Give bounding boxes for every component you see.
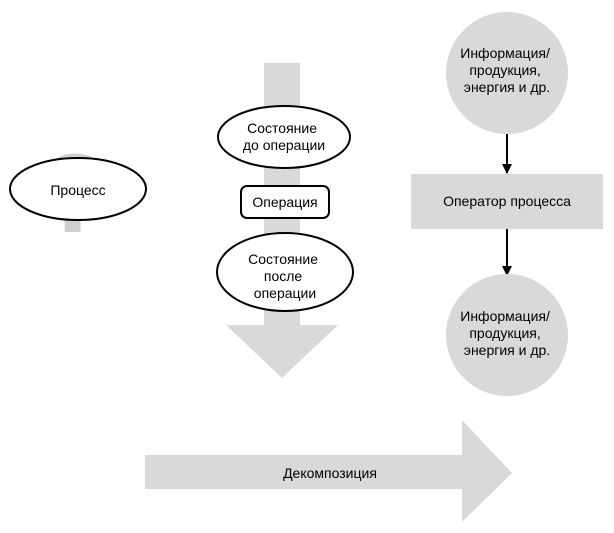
svg-text:Информация/ продукция,: Информация/ продукция, энергия и др. — [460, 45, 554, 95]
vertical-flow-arrow — [226, 63, 338, 378]
operation-label: Операция — [252, 194, 317, 210]
output-line-1: Информация/ — [460, 308, 550, 324]
input-line-2: продукция, — [469, 62, 540, 78]
svg-text:Состояние после: Состояние после операции — [248, 251, 322, 301]
operator-label: Оператор процесса — [443, 193, 571, 209]
decomposition-label: Декомпозиция — [283, 465, 377, 481]
process-label: Процесс — [50, 182, 105, 198]
svg-text:Состояние до операции: Состояние до операции — [243, 120, 325, 153]
state-after-line-3: операции — [254, 285, 316, 301]
state-before-line-2: до операции — [243, 137, 325, 153]
process-node: Процесс — [9, 157, 147, 221]
svg-text:Информация/ продукция,: Информация/ продукция, энергия и др. — [460, 308, 554, 358]
decomposition-arrow: Декомпозиция — [145, 420, 512, 522]
state-before-node: Состояние до операции — [217, 105, 351, 169]
output-line-3: энергия и др. — [464, 342, 550, 358]
input-node: Информация/ продукция, энергия и др. — [446, 12, 568, 134]
state-before-line-1: Состояние — [247, 120, 317, 136]
output-node: Информация/ продукция, энергия и др. — [446, 274, 568, 396]
state-after-line-2: после — [264, 268, 303, 284]
input-line-1: Информация/ — [460, 45, 550, 61]
operation-node: Операция — [240, 185, 330, 219]
input-line-3: энергия и др. — [464, 79, 550, 95]
operator-node: Оператор процесса — [411, 174, 603, 229]
output-line-2: продукция, — [469, 325, 540, 341]
state-after-line-1: Состояние — [248, 251, 318, 267]
state-after-node: Состояние после операции — [216, 232, 354, 312]
